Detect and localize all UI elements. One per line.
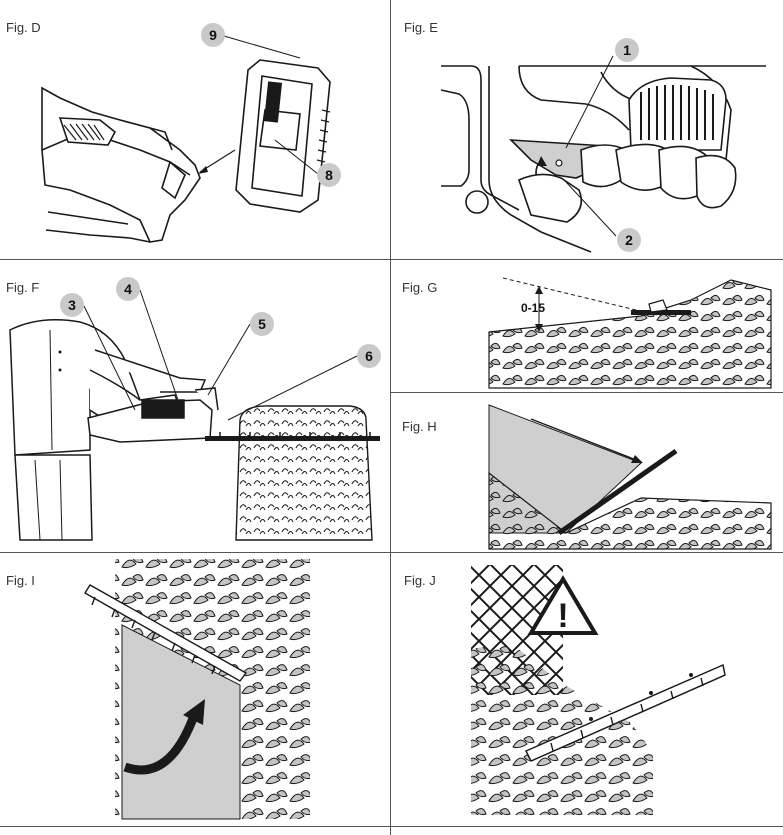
figure-g: Fig. G 0-15 [391, 260, 783, 392]
callout-5: 5 [258, 316, 266, 332]
figure-f: Fig. F [0, 260, 390, 552]
figure-j: Fig. J ! [391, 553, 783, 826]
warning-triangle-icon [527, 575, 599, 635]
figure-d: Fig. D [0, 0, 390, 259]
callout-1-badge [615, 38, 639, 62]
blade [84, 584, 248, 682]
callout-8-badge [317, 163, 341, 187]
grid-divider-bottom [0, 826, 783, 827]
flat-top-trim-illustration [488, 404, 772, 550]
callout-2: 2 [625, 232, 633, 248]
callout-9-badge [201, 23, 225, 47]
trigger-grip-illustration: 1 2 [440, 38, 766, 253]
callout-6-badge [357, 344, 381, 368]
sweep-arrow-icon [123, 711, 200, 775]
fence-warning-illustration: ! [471, 565, 726, 815]
blade [205, 436, 380, 441]
callout-4: 4 [124, 281, 132, 297]
figure-d-label: Fig. D [6, 20, 41, 35]
callout-3-badge [60, 293, 84, 317]
figure-j-label: Fig. J [404, 573, 436, 588]
grid-divider-h3 [390, 392, 783, 393]
figure-i-label: Fig. I [6, 573, 35, 588]
grid-divider-vertical [390, 0, 391, 835]
callout-2-badge [617, 228, 641, 252]
callout-1: 1 [623, 42, 631, 58]
figure-h-label: Fig. H [402, 419, 437, 434]
figure-i: Fig. I [0, 553, 390, 826]
angle-trim-illustration: 0-15 [488, 277, 772, 389]
figure-e-label: Fig. E [404, 20, 438, 35]
blade [557, 448, 678, 536]
callout-3: 3 [68, 297, 76, 313]
side-trim-illustration [84, 559, 310, 820]
callout-6: 6 [365, 348, 373, 364]
callout-8: 8 [325, 167, 333, 183]
battery-install-illustration: 9 8 [41, 23, 341, 243]
grid-divider-h2 [0, 552, 783, 553]
callout-9: 9 [209, 27, 217, 43]
blade [631, 310, 691, 315]
cut-direction-arrow-icon [530, 418, 640, 462]
operator-trimming-illustration: 3 4 5 6 [9, 277, 381, 541]
warning-symbol: ! [557, 597, 568, 635]
grid-divider-h1 [0, 259, 783, 260]
figure-f-label: Fig. F [6, 280, 40, 295]
callout-4-badge [116, 277, 140, 301]
blade [524, 663, 726, 762]
figure-h: Fig. H [391, 393, 783, 552]
angle-label: 0-15 [521, 301, 545, 315]
callout-5-badge [250, 312, 274, 336]
figure-g-label: Fig. G [402, 280, 438, 295]
figure-e: Fig. E [391, 0, 783, 259]
